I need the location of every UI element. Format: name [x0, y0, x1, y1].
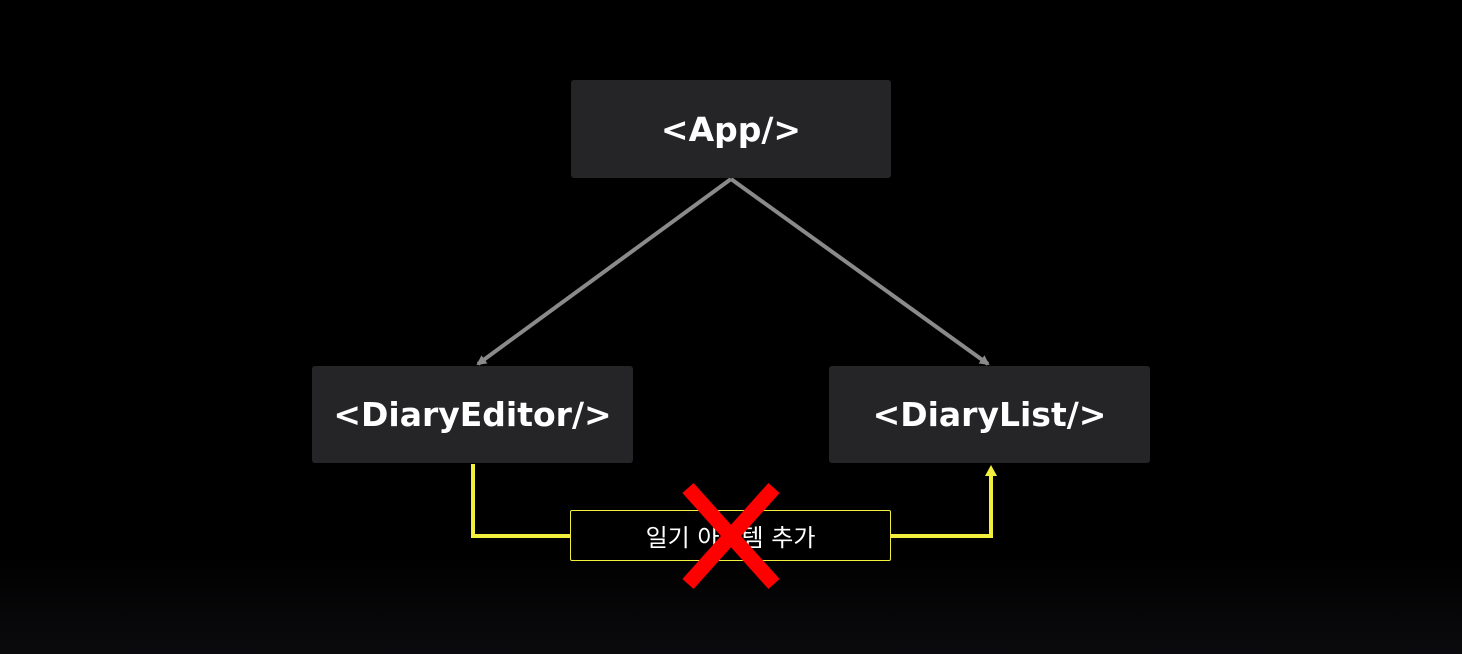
edge-editor-to-list-left — [471, 464, 570, 538]
flow-label: 일기 아이템 추가 — [570, 510, 891, 561]
edge-editor-to-list-right — [891, 472, 993, 538]
node-diary-list: <DiaryList/> — [829, 366, 1150, 463]
edge-app-to-list — [729, 177, 990, 366]
edge-app-to-editor — [476, 177, 733, 366]
node-app: <App/> — [571, 80, 891, 178]
node-diary-editor: <DiaryEditor/> — [312, 366, 633, 463]
edge-editor-to-list-arrowhead — [985, 465, 997, 476]
flow-label-text: 일기 아이템 추가 — [645, 524, 816, 552]
